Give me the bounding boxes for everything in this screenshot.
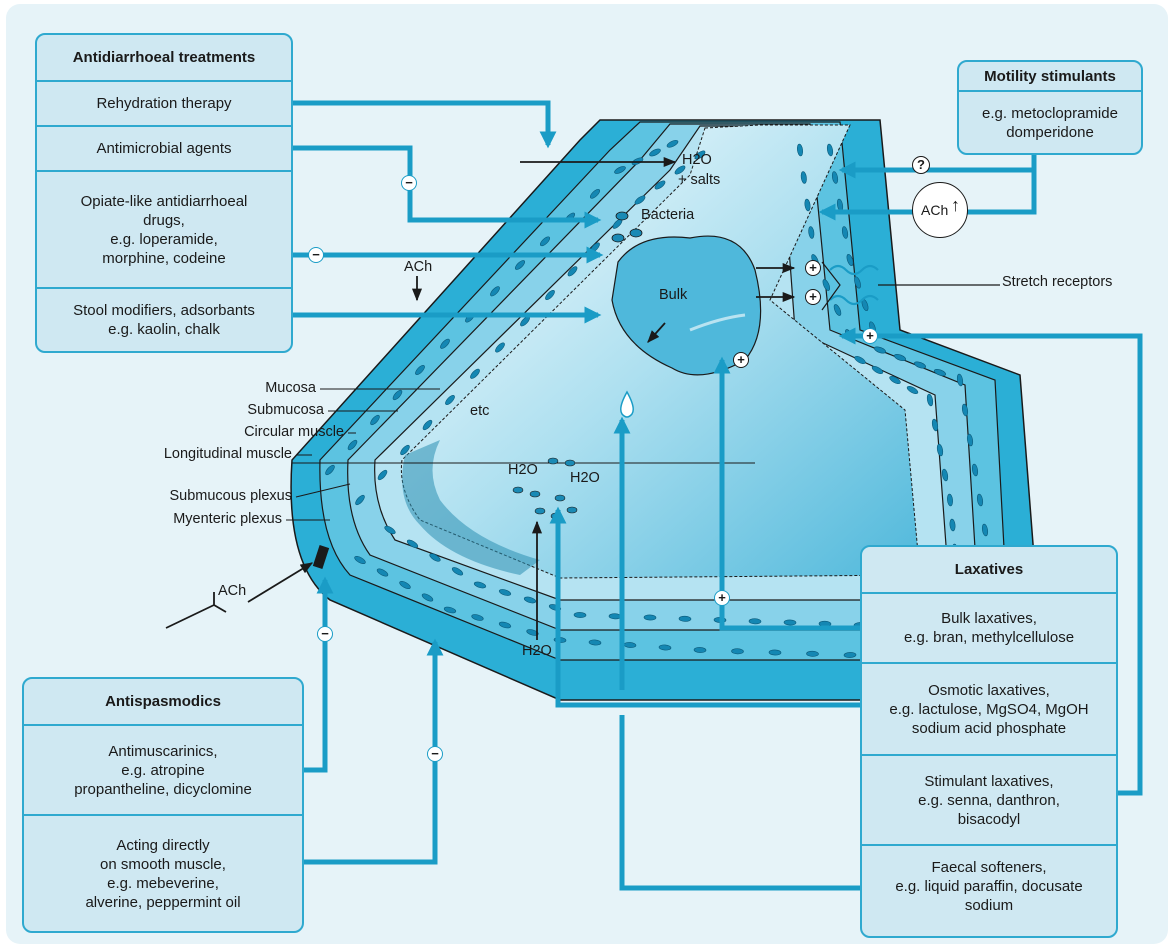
stool-modifiers-item: Stool modifiers, adsorbants e.g. kaolin,… (37, 289, 291, 351)
laxatives-box: Laxatives Bulk laxatives, e.g. bran, met… (860, 545, 1118, 938)
h2o-b-label: H2O (570, 470, 600, 486)
ach-top-label: ACh (404, 259, 432, 275)
h2o-salts-label: H2O (682, 152, 712, 168)
ach-left-arrow (248, 563, 312, 602)
smooth-muscle-item: Acting directly on smooth muscle, e.g. m… (24, 816, 302, 931)
h2o-bottom-label: H2O (522, 643, 552, 659)
motility-stimulants-title: Motility stimulants (959, 62, 1141, 92)
submucous-plexus-label: Submucous plexus (169, 488, 292, 504)
ach-circle-label: ACh (921, 202, 948, 218)
ach-left-label: ACh (218, 583, 246, 599)
plexus-cell (806, 651, 818, 657)
stimulant-laxatives-item: Stimulant laxatives, e.g. senna, danthro… (862, 756, 1116, 846)
opiate-drugs-item: Opiate-like antidiarrhoeal drugs, e.g. l… (37, 172, 291, 289)
faecal-softeners-item: Faecal softeners, e.g. liquid paraffin, … (862, 846, 1116, 926)
plus-sign-bulk-laxative: + (714, 590, 730, 606)
smooth-muscle-connector (302, 642, 435, 862)
h2o-label: H2O (682, 152, 712, 168)
longitudinal-muscle-label: Longitudinal muscle (164, 446, 292, 462)
antidiarrhoeal-title: Antidiarrhoeal treatments (37, 35, 291, 82)
minus-sign-antimuscarinic: − (317, 626, 333, 642)
antimuscarinics-item: Antimuscarinics, e.g. atropine propanthe… (24, 726, 302, 816)
plus-sign-stretch-2: + (805, 289, 821, 305)
laxatives-title: Laxatives (862, 547, 1116, 594)
etc-label: etc (470, 403, 489, 419)
minus-sign-antimicrobial: − (401, 175, 417, 191)
plexus-cell (769, 650, 781, 656)
minus-sign-smooth-muscle: − (427, 746, 443, 762)
bulk-laxatives-item: Bulk laxatives, e.g. bran, methylcellulo… (862, 594, 1116, 664)
question-circle: ? (912, 156, 930, 174)
ach-circle: ACh ↑ (912, 182, 968, 238)
bulk-label: Bulk (659, 287, 687, 303)
minus-sign-opiate: − (308, 247, 324, 263)
plus-sign-bulk: + (733, 352, 749, 368)
plexus-cell (749, 618, 761, 624)
plexus-cell (644, 615, 656, 621)
plexus-cell (679, 616, 691, 622)
antimicrobial-agents-item: Antimicrobial agents (37, 127, 291, 172)
arrow-up-icon: ↑ (951, 195, 960, 216)
rehydration-connector (292, 103, 548, 145)
antimuscarinic-connector (302, 580, 325, 770)
stretch-receptors-label: Stretch receptors (1002, 274, 1112, 290)
softener-connector (622, 715, 862, 888)
submucosa-label: Submucosa (247, 402, 324, 418)
h2o-a-label: H2O (508, 462, 538, 478)
plus-sign-stimulant: + (862, 328, 878, 344)
plexus-cell (784, 620, 796, 626)
osmotic-laxatives-item: Osmotic laxatives, e.g. lactulose, MgSO4… (862, 664, 1116, 756)
ach-nerve-line (166, 605, 214, 628)
plexus-cell (574, 612, 586, 618)
plexus-cell (844, 652, 856, 658)
motility-stimulants-box: Motility stimulants e.g. metoclopramide … (957, 60, 1143, 155)
antispasmodics-title: Antispasmodics (24, 679, 302, 726)
mucosa-label: Mucosa (265, 380, 316, 396)
plexus-cell (609, 613, 621, 619)
plexus-cell (694, 647, 706, 653)
salts-label: + salts (678, 172, 720, 188)
circular-muscle-label: Circular muscle (244, 424, 344, 440)
antispasmodics-box: Antispasmodics Antimuscarinics, e.g. atr… (22, 677, 304, 933)
plexus-cell (731, 649, 743, 655)
bacteria-label: Bacteria (641, 207, 694, 223)
antidiarrhoeal-box: Antidiarrhoeal treatments Rehydration th… (35, 33, 293, 353)
plus-sign-stretch-1: + (805, 260, 821, 276)
rehydration-therapy-item: Rehydration therapy (37, 82, 291, 127)
myenteric-plexus-label: Myenteric plexus (173, 511, 282, 527)
motility-examples-item: e.g. metoclopramide domperidone (959, 92, 1141, 153)
